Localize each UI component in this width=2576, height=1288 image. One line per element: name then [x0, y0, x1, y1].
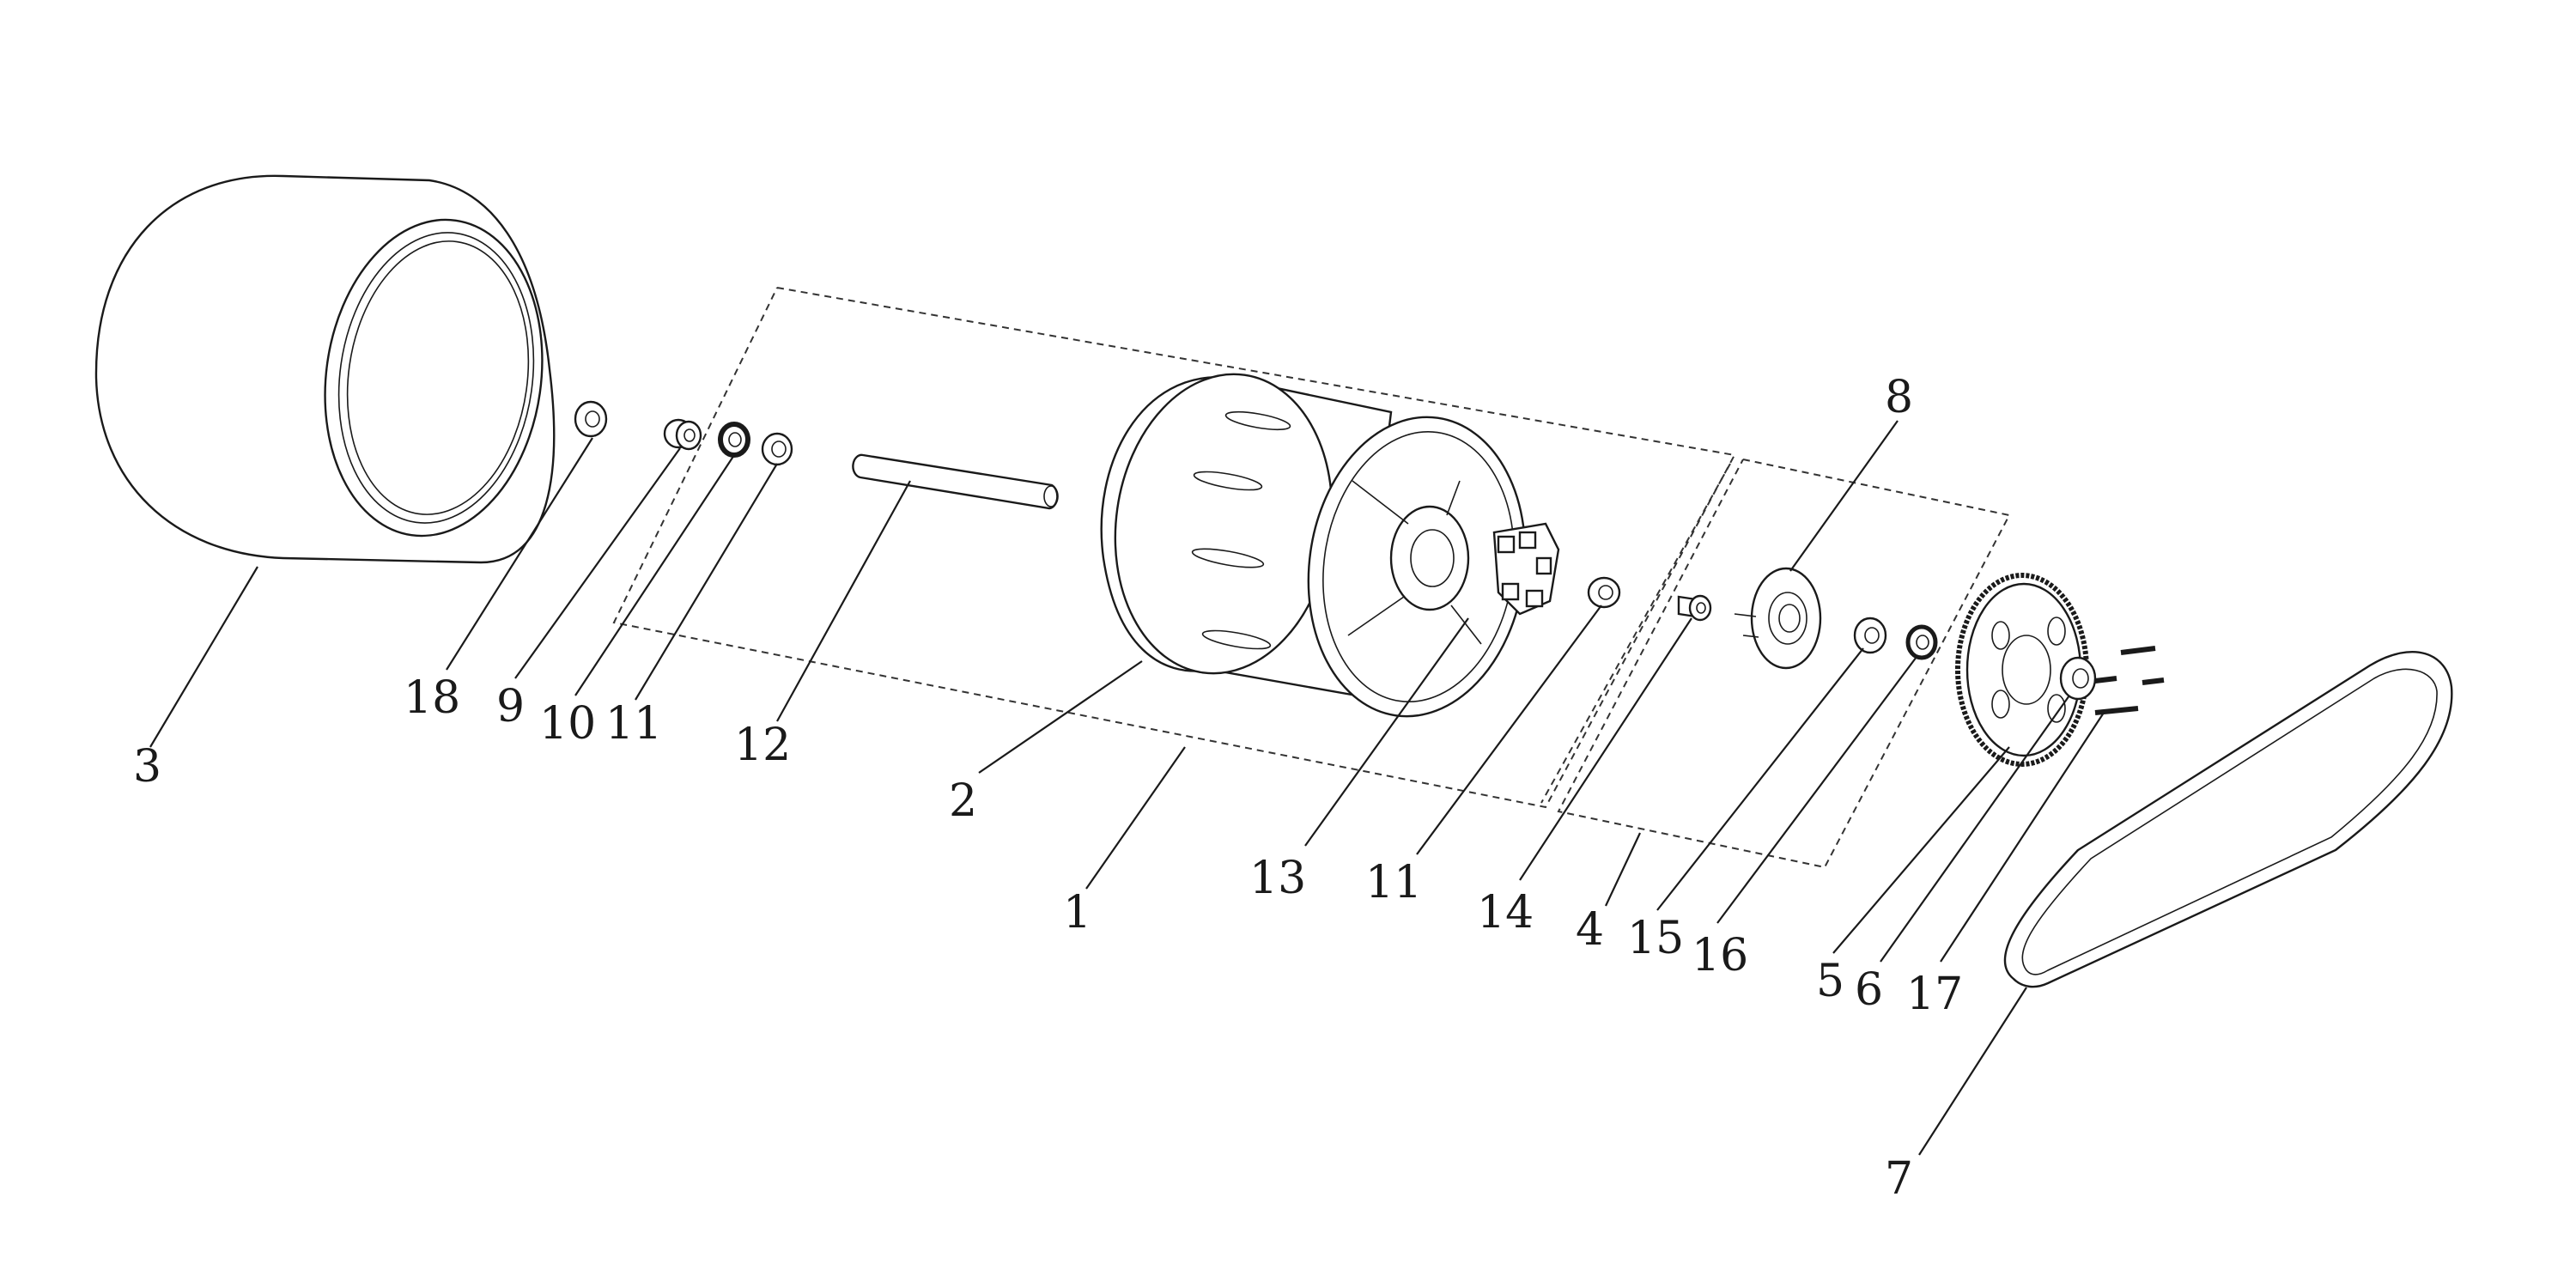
callout-13: 13: [1249, 853, 1306, 904]
callout-7: 7: [1885, 1153, 1913, 1205]
callout-12: 12: [734, 720, 791, 771]
part-nut-6: [2059, 656, 2097, 701]
part-seal-10: [718, 422, 750, 458]
part-bushing-9: [663, 418, 702, 451]
part-cush-drive-13: [1492, 522, 1560, 616]
callout-9: 9: [496, 681, 525, 732]
part-bearing-11-right: [1587, 576, 1621, 609]
callout-18: 18: [404, 672, 460, 724]
part-spacer-14: [1677, 594, 1712, 622]
part-washer-18: [574, 400, 608, 438]
callout-11-left: 11: [605, 698, 662, 750]
callout-14: 14: [1477, 887, 1534, 939]
part-bearing-11-left: [761, 432, 793, 466]
part-tire: [94, 174, 556, 564]
leader-lines: [149, 420, 2105, 1156]
part-bearing-15: [1853, 617, 1887, 654]
callout-5: 5: [1816, 956, 1844, 1007]
group-box-hub-assembly: [1540, 459, 2011, 869]
part-seal-16: [1905, 624, 1938, 660]
callout-11-right: 11: [1365, 857, 1422, 908]
callout-6: 6: [1855, 964, 1883, 1016]
callout-15: 15: [1627, 913, 1684, 964]
callout-2: 2: [949, 775, 977, 827]
part-rim: [1100, 373, 1527, 718]
callout-1: 1: [1063, 887, 1091, 939]
callout-16: 16: [1692, 930, 1748, 981]
part-sprocket-carrier-8: [1734, 567, 1822, 670]
part-chain-7: [2003, 651, 2453, 988]
part-axle-12: [852, 453, 1059, 510]
group-box-wheel-assembly: [612, 287, 1736, 809]
callout-3: 3: [133, 741, 161, 793]
callout-4: 4: [1576, 904, 1604, 956]
callout-labels: 3 18 9 10 11 12 2 1 13 11 14 4 15 16 5 6…: [133, 372, 1963, 1205]
part-bolts-17: [2094, 646, 2165, 715]
callout-10: 10: [539, 698, 596, 750]
callout-8: 8: [1885, 372, 1913, 423]
callout-17: 17: [1906, 969, 1963, 1020]
